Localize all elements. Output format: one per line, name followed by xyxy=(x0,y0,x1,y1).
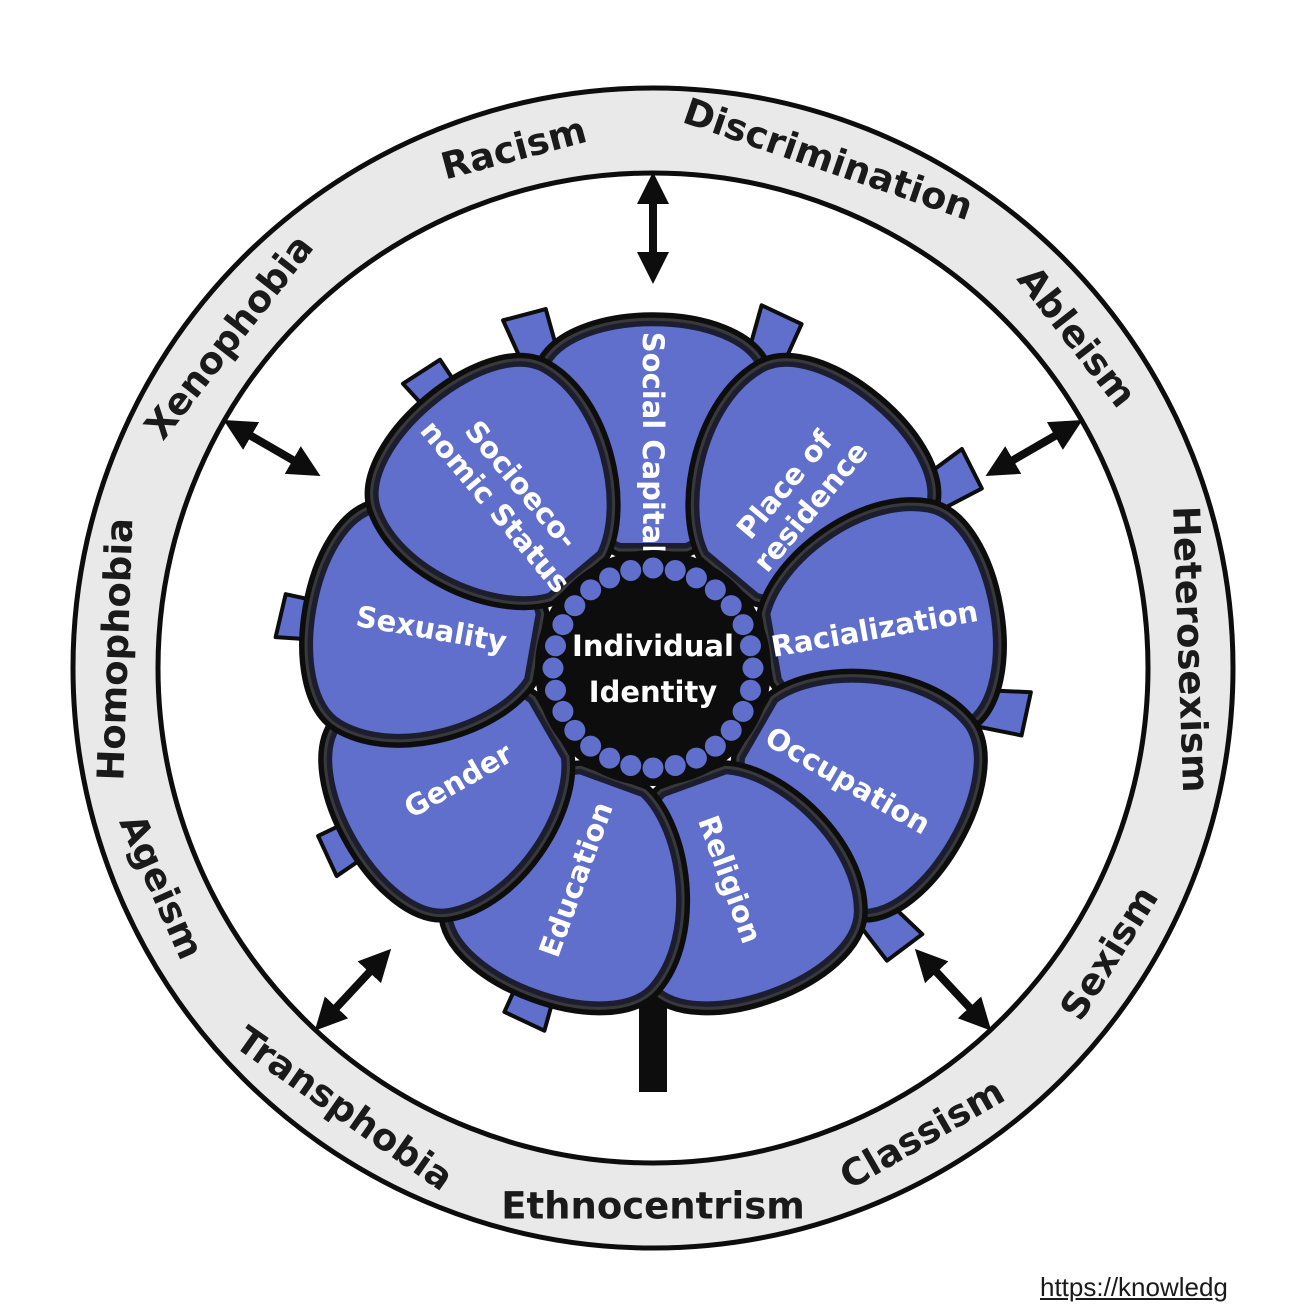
center-dot xyxy=(642,757,664,779)
double-headed-arrow-icon xyxy=(314,948,392,1031)
center-dot xyxy=(545,679,567,701)
center-dot xyxy=(664,754,686,776)
center-dot xyxy=(580,579,602,601)
arrows xyxy=(223,172,1083,1031)
center-dot xyxy=(704,735,726,757)
center-dot xyxy=(739,679,761,701)
center-dot xyxy=(599,567,621,589)
center-dot xyxy=(742,657,764,679)
center-label: Identity xyxy=(589,675,718,709)
center-dot xyxy=(720,719,742,741)
center-dot xyxy=(620,560,642,582)
double-headed-arrow-icon xyxy=(223,420,321,476)
ring-label-homophobia: Homophobia xyxy=(89,517,141,781)
ring-label-heterosexism: Heterosexism xyxy=(1164,505,1217,793)
source-link[interactable]: https://knowledg xyxy=(1040,1272,1228,1302)
center-dot xyxy=(685,747,707,769)
center-dot xyxy=(552,614,574,636)
center-dot xyxy=(642,557,664,579)
center-dot xyxy=(664,560,686,582)
petal-label: Social Capital xyxy=(636,332,670,554)
center-dot xyxy=(552,700,574,722)
center-dot xyxy=(720,595,742,617)
center-dot xyxy=(580,735,602,757)
center-dot xyxy=(732,614,754,636)
center-dot xyxy=(620,754,642,776)
center-dot xyxy=(739,635,761,657)
center-dot xyxy=(704,579,726,601)
double-headed-arrow-icon xyxy=(914,948,992,1031)
center-label: Individual xyxy=(572,629,734,663)
double-headed-arrow-icon xyxy=(985,419,1083,477)
ring-label-ethnocentrism: Ethnocentrism xyxy=(501,1185,805,1228)
center-dot xyxy=(564,595,586,617)
center-dot xyxy=(545,635,567,657)
center-dot xyxy=(599,747,621,769)
flower-center-disc xyxy=(535,550,771,786)
petal-socioeco-nomic-status xyxy=(364,352,621,611)
center-dot xyxy=(732,700,754,722)
center-dot xyxy=(685,567,707,589)
center-dot xyxy=(542,657,564,679)
center-dot xyxy=(564,719,586,741)
